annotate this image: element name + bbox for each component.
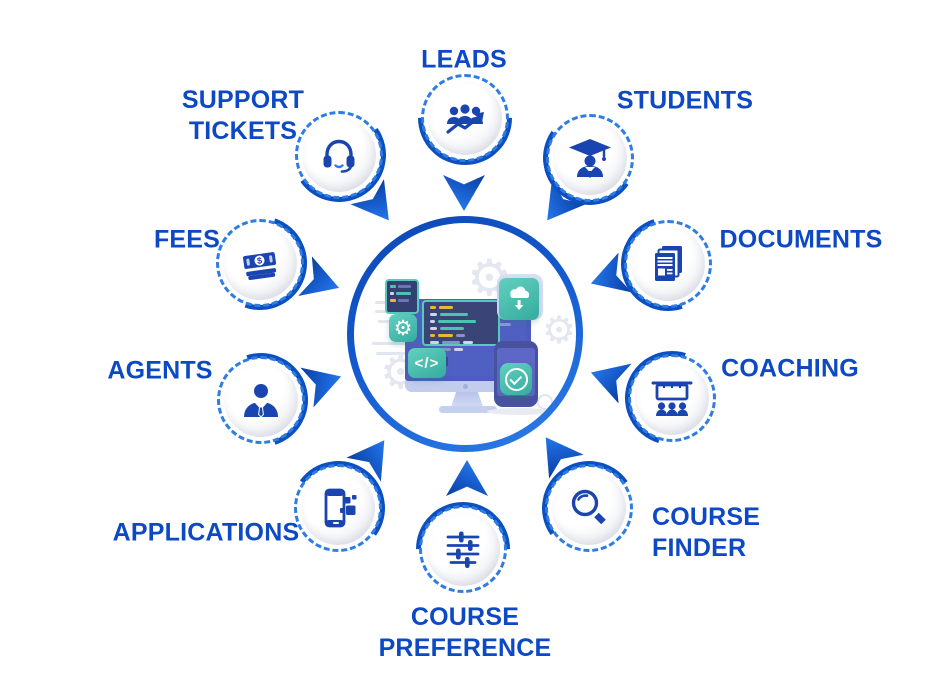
circle-decor — [537, 394, 553, 410]
check-chip — [500, 363, 532, 395]
graduate-icon — [569, 139, 611, 178]
gear-icon: ⚙ — [542, 308, 576, 352]
gear-icon: ⚙ — [393, 315, 413, 340]
mini-code-window — [385, 279, 419, 314]
badge-course-finder — [534, 453, 644, 563]
badge-leads — [398, 51, 532, 185]
cloud-download-chip — [499, 278, 539, 320]
dollar-icon: $ — [256, 255, 262, 266]
label-course-preference: COURSE PREFERENCE — [378, 602, 552, 662]
label-coaching: COACHING — [721, 354, 859, 383]
central-hub: ⚙ ⚙ ⚙ — [347, 216, 583, 452]
code-chip: </> — [408, 348, 446, 378]
central-hub-illustration: ⚙ ⚙ ⚙ — [354, 223, 576, 445]
screen-line — [491, 323, 511, 326]
label-leads: LEADS — [421, 45, 507, 74]
smartphone — [494, 341, 538, 407]
growth-team-icon — [446, 104, 484, 134]
badge-fees: $ — [197, 200, 323, 326]
smartphone-apps-icon — [324, 488, 357, 528]
sliders-icon — [446, 531, 480, 568]
businessman-icon — [244, 384, 278, 418]
magnifier-icon — [571, 489, 606, 525]
badge-documents — [604, 200, 732, 328]
headset-icon — [323, 139, 355, 173]
arrow-leads — [443, 175, 485, 211]
label-agents: AGENTS — [107, 356, 213, 385]
banknotes-icon: $ — [243, 252, 277, 281]
monitor-stand — [451, 392, 483, 407]
label-applications: APPLICATIONS — [112, 518, 300, 547]
speed-line — [372, 342, 418, 345]
arrow-course-preference — [446, 460, 488, 496]
badge-agents — [197, 336, 325, 464]
badge-students — [535, 103, 645, 213]
camera-dot — [463, 384, 468, 389]
label-support-tickets: SUPPORT TICKETS — [181, 85, 305, 145]
monitor-base — [439, 406, 497, 413]
label-students: STUDENTS — [616, 86, 754, 115]
badge-applications — [284, 454, 392, 562]
documents-stack-icon — [655, 246, 682, 281]
shadow — [487, 408, 551, 415]
gear-chip: ⚙ — [389, 314, 417, 342]
cloud-download-icon — [510, 286, 530, 310]
label-course-finder: COURSE FINDER — [652, 502, 761, 562]
label-documents: DOCUMENTS — [719, 225, 883, 254]
badge-support-tickets — [284, 100, 394, 210]
label-fees: FEES — [153, 225, 221, 254]
monitor-bezel — [405, 381, 531, 392]
code-editor-window — [422, 300, 500, 351]
badge-course-preference — [396, 482, 530, 616]
classroom-icon — [651, 381, 693, 416]
check-circle-icon — [504, 367, 528, 391]
badge-coaching — [608, 334, 736, 462]
code-icon: </> — [414, 354, 440, 372]
